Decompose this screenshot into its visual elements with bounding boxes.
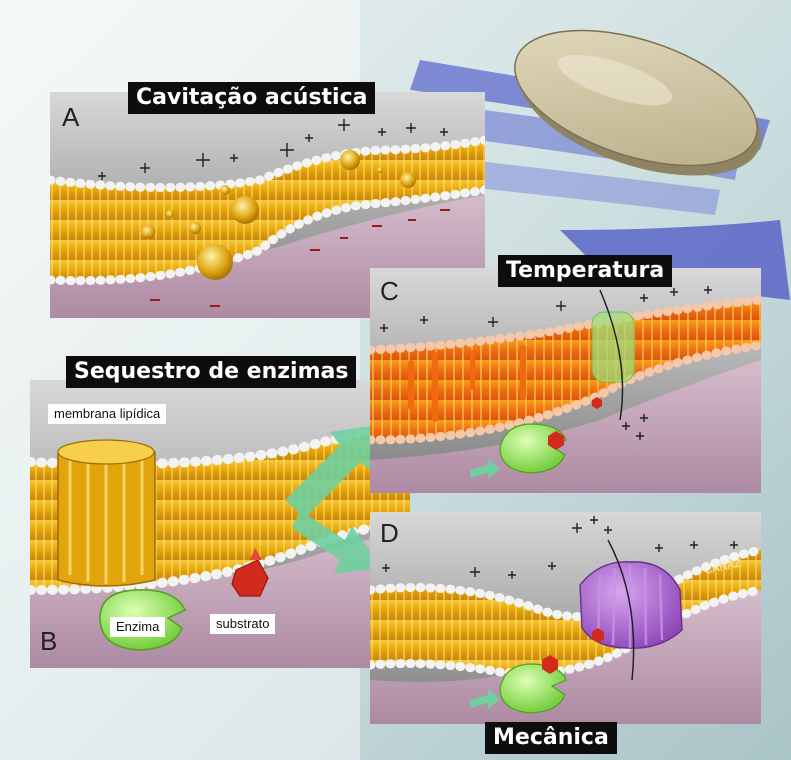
panel-d-letter: D: [380, 520, 399, 546]
panel-a-title: Cavitação acústica: [128, 82, 375, 114]
substrate-label: substrato: [210, 614, 275, 634]
panel-d-enzyme: [500, 664, 566, 713]
panel-c-letter: C: [380, 278, 399, 304]
panel-a-letter: A: [62, 104, 79, 130]
panel-b-letter: B: [40, 628, 57, 654]
green-channel: [592, 312, 634, 382]
panel-c-title: Temperatura: [498, 255, 672, 287]
panel-b-title: Sequestro de enzimas: [66, 356, 356, 388]
membrane-label: membrana lipídica: [48, 404, 166, 424]
enzyme-label: Enzima: [110, 617, 165, 637]
panel-c: [370, 268, 761, 493]
panel-d: CAÑAZ: [370, 512, 761, 724]
membrane-protein-pore: [58, 440, 155, 586]
panel-d-title: Mecânica: [485, 722, 617, 754]
